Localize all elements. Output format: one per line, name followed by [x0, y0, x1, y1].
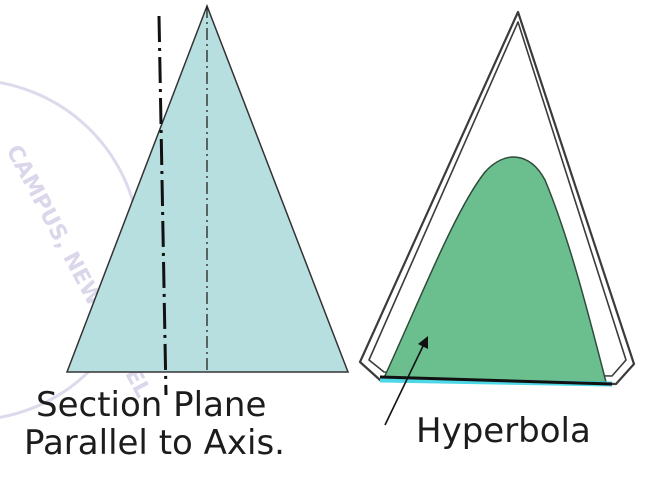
cone-section-view	[358, 10, 636, 426]
section-plane-label-line1: Section Plane	[36, 385, 267, 425]
hyperbola-label: Hyperbola	[416, 411, 591, 451]
section-plane-line	[157, 15, 168, 396]
leader-arrowhead	[418, 336, 428, 349]
leader-line	[384, 343, 425, 426]
section-plane-label-line2: Parallel to Axis.	[24, 423, 285, 463]
hyperbola-section	[381, 156, 607, 383]
cone-front-view	[65, 3, 350, 396]
base-line	[379, 375, 613, 386]
